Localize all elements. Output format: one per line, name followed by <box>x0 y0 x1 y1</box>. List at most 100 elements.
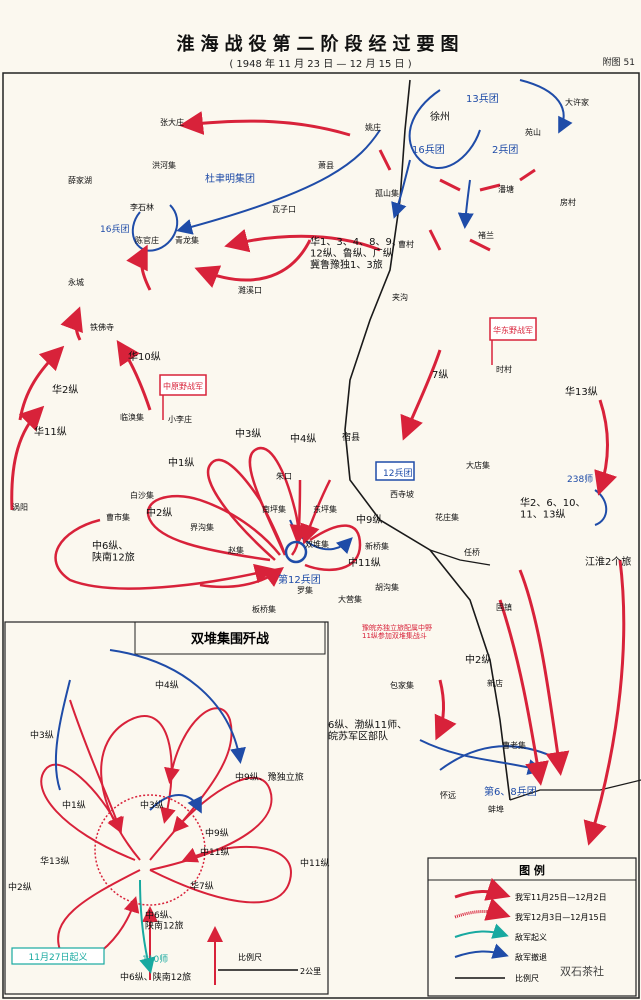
shuangduiji-loops <box>54 446 362 590</box>
place-tiefosi: 铁佛寺 <box>90 322 114 332</box>
advance-arrow <box>434 679 457 741</box>
front-line <box>378 149 491 252</box>
place-shicun: 时村 <box>496 364 512 374</box>
inset-zy11b: 中11纵 <box>200 846 229 858</box>
legend-item-2: 我军12月3日—12月15日 <box>515 912 607 922</box>
place-chulan: 褚兰 <box>478 230 494 240</box>
b12-box <box>375 461 415 481</box>
loop <box>54 518 275 590</box>
unit-hua2: 华2纵 <box>52 383 78 396</box>
enemy-pocket <box>284 540 308 564</box>
road <box>429 549 491 566</box>
place-qinglongji: 青龙集 <box>175 235 199 245</box>
place-xuzhou: 徐州 <box>430 110 450 123</box>
place-nanpingji: 南坪集 <box>262 504 286 514</box>
map-date-range: ( 1948 年 11 月 23 日 — 12 月 15 日 ) <box>229 59 412 70</box>
river <box>509 779 641 801</box>
legend-item-1: 我军11月25日—12月2日 <box>515 892 607 902</box>
unit-zy4: 中4纵 <box>290 432 316 445</box>
advance-arrow <box>289 479 310 545</box>
inset-zy3b: 中3纵 <box>140 799 164 811</box>
advance-arrow <box>583 559 626 846</box>
unit-b68: 第6、8兵团 <box>484 785 537 798</box>
watermark: 双石茶社 <box>560 964 604 978</box>
place-wayaokou: 瓦子口 <box>272 205 296 214</box>
inset-zy2: 中2纵 <box>8 881 32 893</box>
place-yongcheng: 永城 <box>68 277 84 287</box>
place-zhangdazhuang: 张大庄 <box>160 117 184 127</box>
inset-zy1: 中1纵 <box>62 799 86 811</box>
inset-zy9d: 中9纵、豫独立旅 <box>235 771 304 783</box>
advance-arrow <box>199 567 285 589</box>
unit-hua10: 华10纵 <box>128 350 161 363</box>
unit-b2: 2兵团 <box>492 143 518 156</box>
enemy-retreat-arrow <box>391 159 411 219</box>
legend-item-5: 比例尺 <box>515 973 539 983</box>
hq-zhongye-flag: 中原野战军 <box>159 374 207 420</box>
unit-b16w: 16兵团 <box>100 223 129 235</box>
advance-arrow <box>194 239 312 288</box>
map-frame <box>2 72 640 999</box>
enemy-retreat-arrow <box>457 179 474 229</box>
advance-arrow <box>594 399 618 496</box>
unit-b12b: 第12兵团 <box>278 573 321 586</box>
place-baojiaji: 包家集 <box>390 680 414 690</box>
unit-z7: 7纵 <box>432 369 448 381</box>
place-huaiyuan: 怀远 <box>440 790 456 800</box>
place-fangcun: 房村 <box>560 197 576 207</box>
place-linhuanji: 临涣集 <box>120 412 144 422</box>
unit-hua11: 华11纵 <box>34 425 67 438</box>
enemy-retreat-arrow <box>519 79 573 134</box>
advance-arrow <box>400 349 442 441</box>
inset-110: 110师 <box>142 953 168 965</box>
inset-zy3: 中3纵 <box>30 729 54 741</box>
uprising-arrow <box>139 879 155 974</box>
our-arrows <box>10 111 626 846</box>
hq-zhongye-label: 中原野战军 <box>163 381 203 391</box>
inset-zy6: 中6纵、陕南12旅 <box>145 909 183 931</box>
unit-labels: 13兵团 16兵团 2兵团 杜聿明集团 16兵团 12兵团 第12兵团 第6、8… <box>34 92 631 798</box>
place-zhaoji: 赵集 <box>228 545 244 555</box>
unit-jh: 江淮2个旅 <box>585 555 631 568</box>
place-xisicheng: 西寺坡 <box>390 489 414 499</box>
place-zhukou: 朱口 <box>276 471 292 481</box>
place-bengbu: 蚌埠 <box>488 804 504 814</box>
inset-unit-labels: 中4纵 中3纵 中1纵 中3纵 中9纵 中2纵 中11纵 中11纵 华7纵 华1… <box>8 679 329 983</box>
place-guoshanji: 孤山集 <box>375 188 399 198</box>
inset-date-box: 11月27日起义 <box>29 952 88 963</box>
loop <box>146 494 281 562</box>
advance-arrow <box>10 405 45 511</box>
place-xindian: 新店 <box>487 678 503 688</box>
inset-panel: 双堆集围歼战 <box>4 621 329 995</box>
enemy-retreat-arrow <box>176 129 381 235</box>
advance-arrow <box>116 340 152 411</box>
hq-huadong-label: 华东野战军 <box>493 325 533 335</box>
unit-zy6: 中6纵、陕南12旅 <box>92 539 135 564</box>
unit-b16: 16兵团 <box>412 143 445 156</box>
place-yuanshan: 苑山 <box>525 127 541 137</box>
place-labels: 姚庄 徐州 大许家 张大庄 洪河集 萧县 薛家湖 瓦子口 李石林 陈官庄 青龙集… <box>12 97 589 814</box>
encircle-ring <box>594 489 608 526</box>
front-line <box>439 168 536 192</box>
inset-zy11: 中11纵 <box>300 857 329 869</box>
place-dongpingji: 东坪集 <box>313 504 337 514</box>
inset-h7: 华7纵 <box>190 880 214 892</box>
advance-arrow <box>60 306 83 341</box>
inset-pocket <box>94 794 206 906</box>
advance-arrow <box>224 228 381 253</box>
unit-h6: 华6纵、渤纵11师、豫皖苏军区部队 <box>318 718 407 743</box>
advance-arrow <box>179 111 351 137</box>
place-xuejiahu: 薛家湖 <box>68 175 92 185</box>
place-caoshiji: 曹市集 <box>106 512 130 522</box>
loop <box>304 524 362 572</box>
place-caocun: 曹村 <box>398 239 414 249</box>
place-xiaolizhuang: 小李庄 <box>168 414 192 424</box>
advance-arrow <box>518 569 570 776</box>
advance-arrow <box>300 479 332 545</box>
place-xinqiaoji: 新桥集 <box>365 541 389 551</box>
unit-b12: 12兵团 <box>383 467 412 479</box>
inset-scale-label: 比例尺 <box>238 952 262 962</box>
legend-panel: 图 例 我军11月25日—12月2日 我军12月3日—12月15日 敌军起义 敌… <box>427 857 637 997</box>
place-banqiaoji: 板桥集 <box>252 604 276 614</box>
